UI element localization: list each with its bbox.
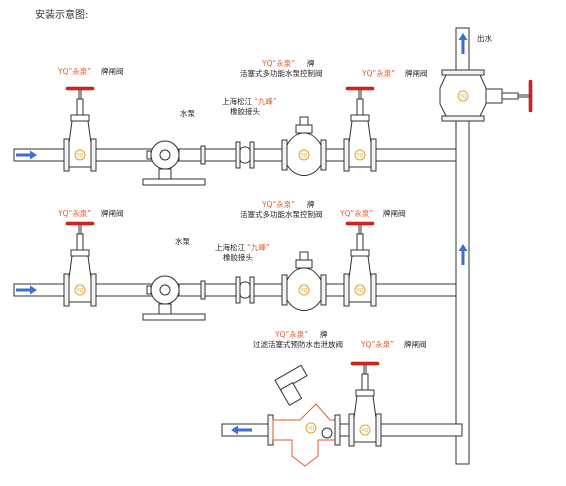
row2-left-valve-brand: YQ“永泉”: [57, 208, 91, 218]
row2-right-valve-name: 牌闸阀: [383, 208, 406, 218]
row3-gate-valve: [348, 361, 382, 447]
top-valve-name: 牌闸阀: [405, 68, 428, 78]
row3-hammer-brand: YQ“永泉”: [274, 329, 308, 339]
top-valve-brand: YQ“永泉”: [361, 68, 395, 78]
row1-pump-label: 水泵: [180, 108, 195, 118]
row3-valve-name: 牌闸阀: [404, 339, 427, 349]
outlet-label: 出水: [477, 33, 492, 43]
row1-left-valve-name: 牌闸阀: [101, 66, 124, 76]
row2-rubber-joint: [235, 276, 255, 304]
row2-left-valve-name: 牌闸阀: [101, 208, 124, 218]
row3-pipe: [221, 423, 463, 437]
row1-control-valve: [281, 116, 327, 176]
row1-joint-brand: “九峰”: [254, 96, 277, 106]
row3-hammer-valve: YQ: [267, 364, 341, 467]
row2-gate-valve-right: [343, 221, 377, 307]
row1-ctrl-brand: YQ“永泉”: [261, 58, 295, 68]
row2-ctrl-suffix: 牌: [307, 199, 315, 209]
row2-right-valve-brand: YQ“永泉”: [339, 208, 373, 218]
row1-gate-valve-left: [63, 86, 97, 172]
valve-badge: YQ: [459, 94, 467, 100]
row1-ctrl-suffix: 牌: [307, 58, 315, 68]
row2-pump: [142, 275, 206, 321]
row2-control-valve: [281, 251, 327, 311]
row2-ctrl-name: 活塞式多功能水泵控制阀: [240, 209, 323, 219]
row1-joint-line1: 上海松江: [222, 96, 252, 106]
valve-badge: YQ: [307, 426, 315, 432]
row1-ctrl-name: 活塞式多功能水泵控制阀: [240, 68, 323, 78]
row2-joint-line2: 橡胶接头: [223, 252, 253, 262]
row2-joint-brand: “九峰”: [247, 242, 270, 252]
row1-left-valve-brand: YQ“永泉”: [57, 66, 91, 76]
row1-rubber-joint: [235, 141, 255, 169]
row2-ctrl-brand: YQ“永泉”: [261, 199, 295, 209]
row1-joint-line2: 橡胶接头: [230, 106, 260, 116]
row2-gate-valve-left: [63, 221, 97, 307]
row3-hammer-suffix: 牌: [320, 329, 328, 339]
row3-valve-brand: YQ“永泉”: [360, 339, 394, 349]
row2-pump-label: 水泵: [175, 236, 190, 246]
diagram-title: 安装示意图:: [35, 8, 88, 21]
top-gate-valve: YQ: [439, 69, 533, 122]
row1-pump: [142, 140, 206, 186]
row2-joint-line1: 上海松江: [215, 242, 245, 252]
row1-gate-valve-right: [343, 86, 377, 172]
row3-hammer-name: 过滤活塞式预防水击泄放阀: [253, 339, 343, 349]
